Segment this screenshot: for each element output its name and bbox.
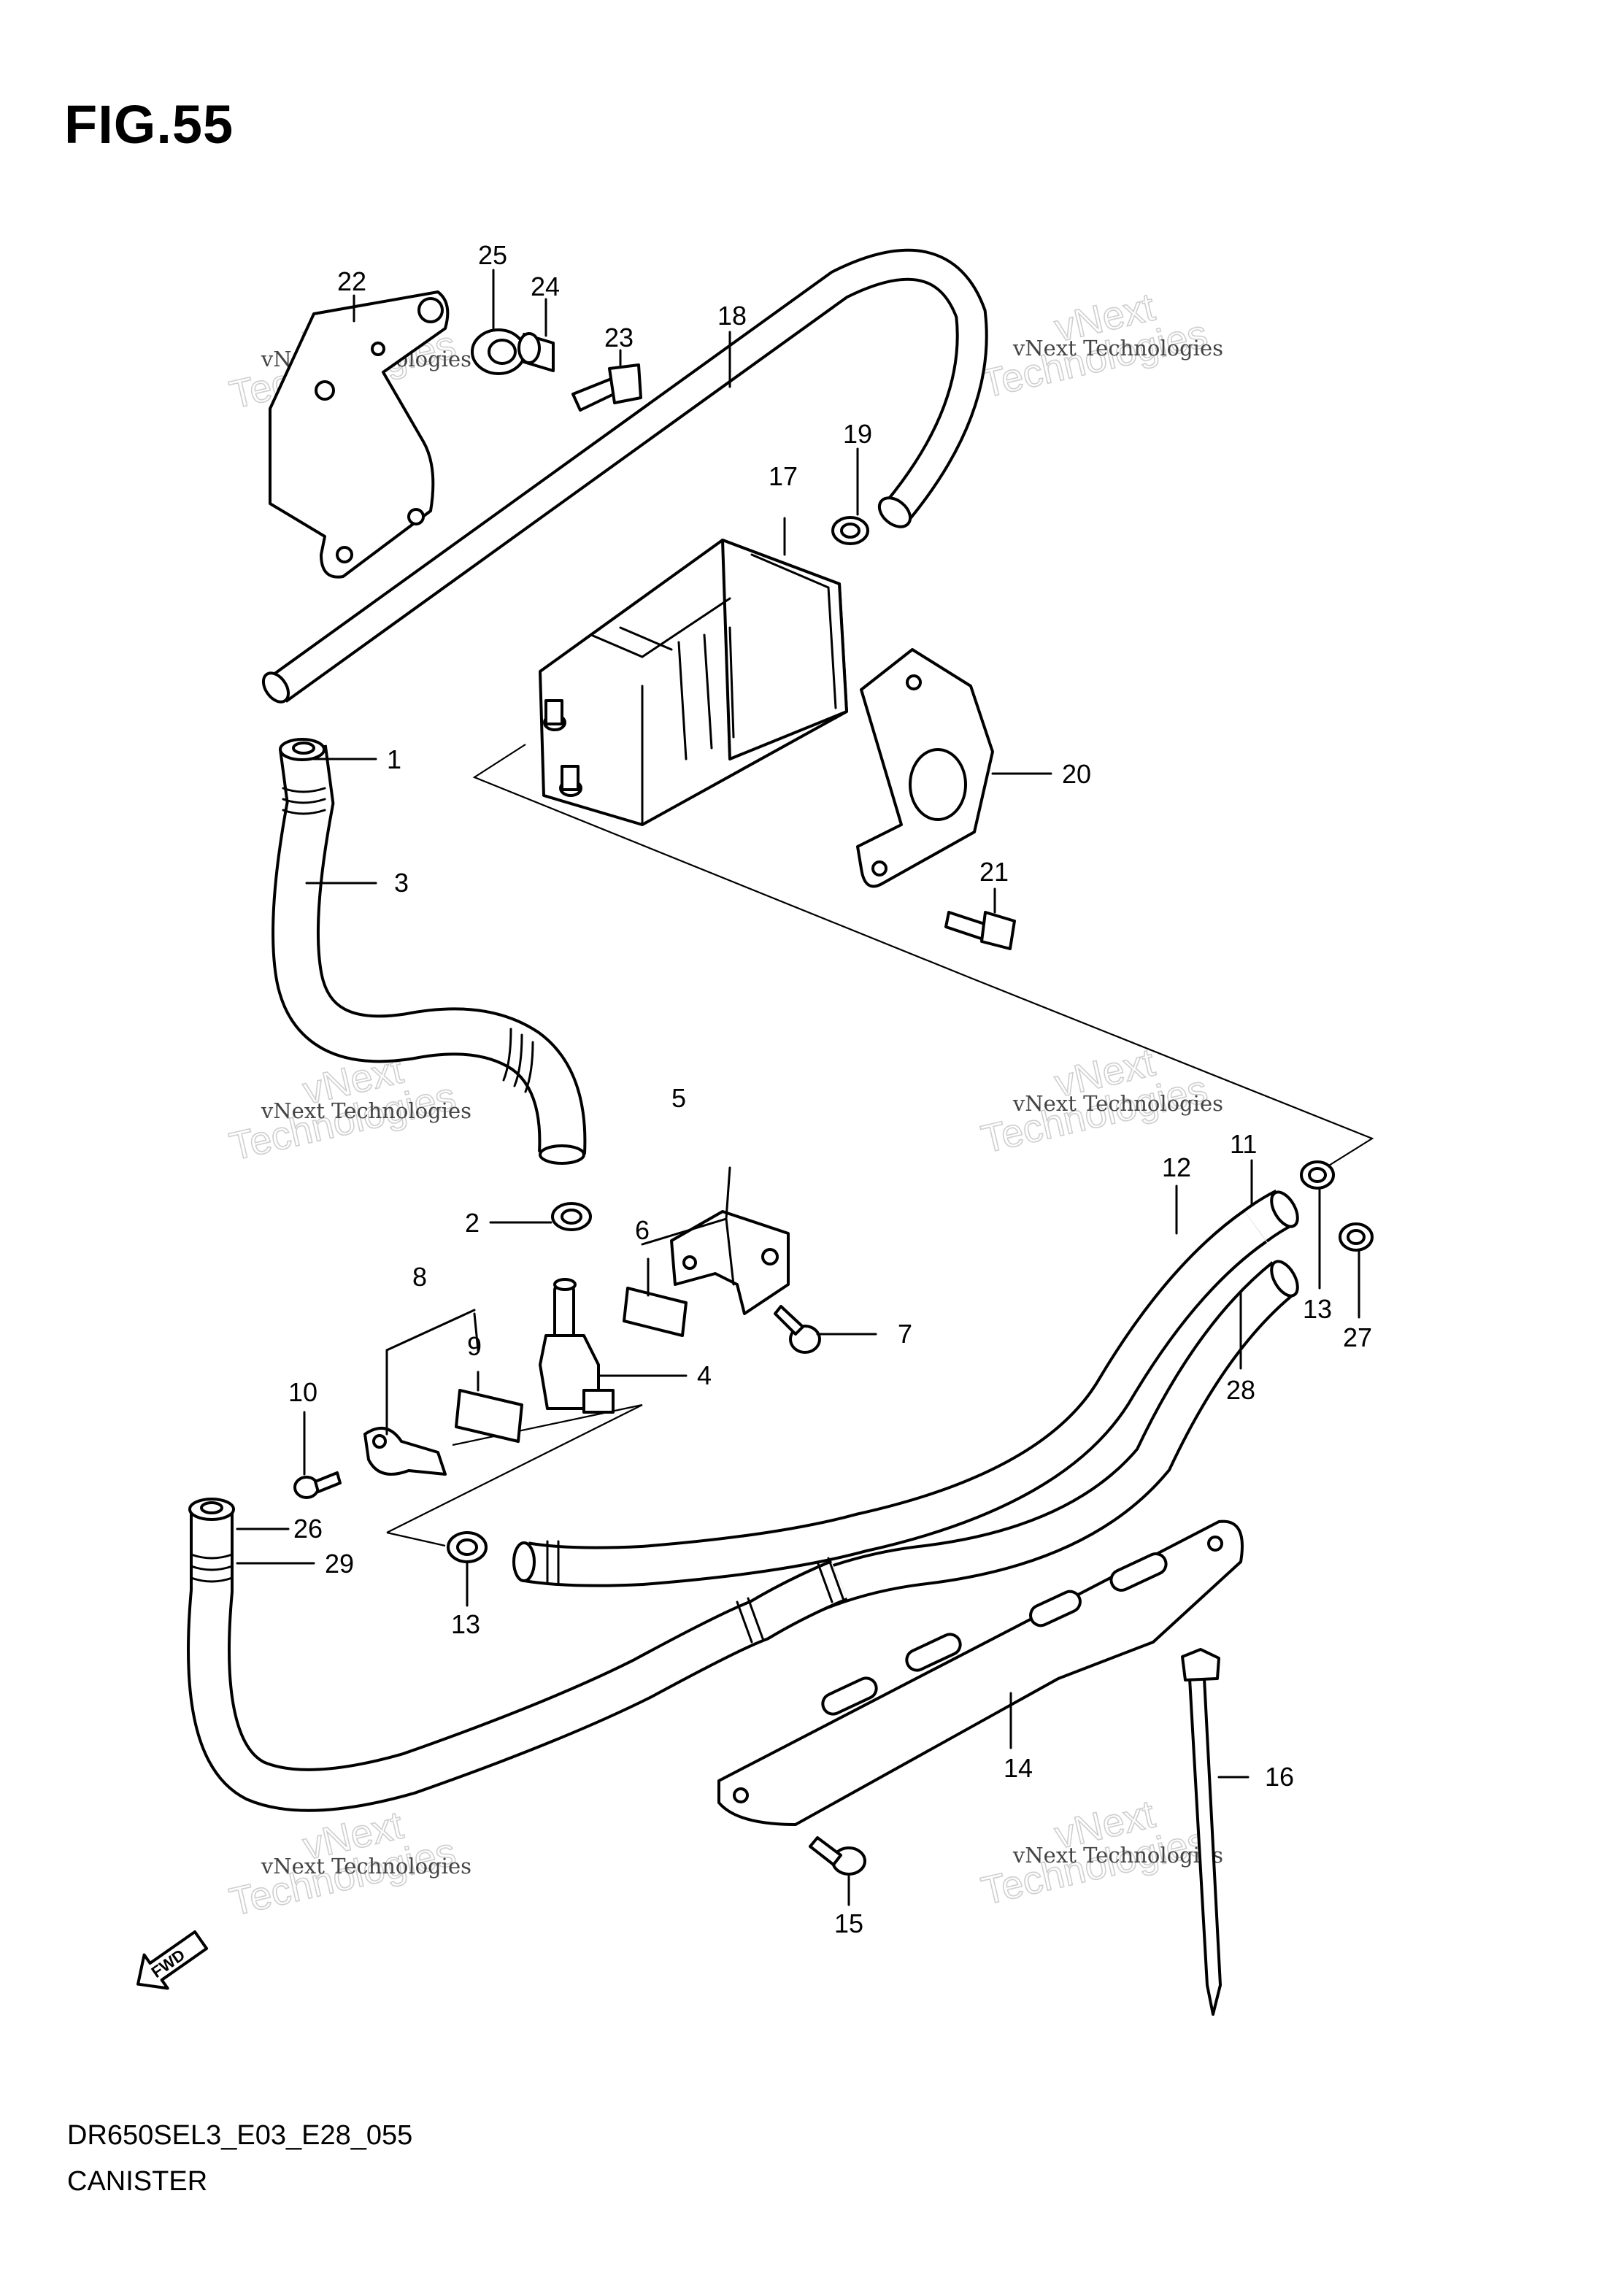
part-13-clamp-upper: [1300, 1160, 1335, 1190]
part-14-bracket: [717, 1519, 1244, 1826]
watermark-mid-right: Technologies vNext vNext Technologies: [977, 1040, 1223, 1163]
callout-1: 1: [387, 744, 401, 774]
callout-20: 20: [1062, 759, 1091, 789]
part-28-hose: [748, 1260, 1299, 1638]
part-22-bracket: [269, 290, 450, 579]
callout-13-lower: 13: [451, 1609, 480, 1639]
watermark-bottom-right: Technologies vNext vNext Technologies: [977, 1792, 1223, 1914]
watermark-line-text: vNext Technologies: [1012, 1843, 1223, 1868]
part-13-clamp-lower: [447, 1531, 488, 1563]
callout-5: 5: [671, 1083, 686, 1113]
callout-16: 16: [1265, 1762, 1294, 1792]
callout-23: 23: [604, 323, 634, 353]
callout-12: 12: [1162, 1152, 1191, 1182]
callout-13-upper: 13: [1303, 1294, 1332, 1324]
callout-labels: 1 2 3 4 5 6 7 8 9 10 11 12 13 13 14 15 1…: [288, 240, 1372, 1938]
callout-2: 2: [465, 1208, 480, 1238]
part-3-hose: [272, 738, 587, 1165]
callout-3: 3: [394, 868, 409, 898]
part-21-bolt: [944, 911, 1016, 950]
callout-29: 29: [325, 1549, 354, 1579]
watermark-line-text: vNext Technologies: [1012, 336, 1223, 361]
callout-7: 7: [898, 1319, 912, 1349]
part-27-clamp: [1339, 1222, 1374, 1252]
watermark-line-text: vNext Technologies: [261, 1098, 471, 1123]
callout-4: 4: [697, 1360, 712, 1390]
callout-19: 19: [843, 419, 872, 449]
part-19-clamp: [831, 516, 869, 545]
watermark-line-text: vNext Technologies: [261, 1854, 471, 1879]
callout-22: 22: [337, 266, 366, 296]
part-25-grommet: [471, 328, 526, 375]
part-9-pad: [455, 1389, 523, 1443]
part-6-pad: [623, 1287, 688, 1337]
callout-28: 28: [1226, 1375, 1255, 1405]
callout-14: 14: [1004, 1753, 1033, 1783]
callout-6: 6: [635, 1215, 650, 1245]
callout-27: 27: [1343, 1322, 1372, 1352]
part-10-screw: [293, 1471, 342, 1499]
part-4-valve: [539, 1278, 615, 1414]
part-24-collar: [517, 332, 555, 372]
part-5-bracket: [670, 1210, 790, 1315]
part-7-screw: [774, 1305, 821, 1354]
callout-11: 11: [1230, 1129, 1257, 1159]
callout-10: 10: [288, 1377, 317, 1407]
callout-26: 26: [293, 1514, 323, 1544]
part-18-hose: [261, 248, 988, 704]
part-8-clamp: [363, 1427, 447, 1476]
part-2-clamp: [551, 1202, 592, 1231]
leader-lines: [236, 269, 1360, 1906]
watermark-top-right: Technologies vNext vNext Technologies: [977, 285, 1223, 407]
assembly-frame-lines: [386, 744, 1374, 1547]
part-20-bracket: [856, 648, 994, 888]
fwd-arrow: FWD: [136, 1930, 209, 1990]
part-11-hose: [1243, 1189, 1299, 1243]
part-15-screw: [809, 1836, 866, 1876]
diagram-code: DR650SEL3_E03_E28_055: [67, 2120, 413, 2151]
callout-15: 15: [834, 1908, 863, 1938]
callout-25: 25: [478, 240, 507, 270]
part-29-hose: [187, 1511, 848, 1812]
part-17-canister: [539, 539, 848, 826]
callout-24: 24: [531, 271, 560, 301]
watermark-line-text: vNext Technologies: [1012, 1091, 1223, 1116]
figure-title: FIG.55: [64, 94, 234, 155]
callout-8: 8: [412, 1262, 427, 1292]
part-26-hose-end: [188, 1498, 844, 1644]
callout-18: 18: [717, 301, 747, 331]
callout-17: 17: [769, 461, 798, 491]
watermark-bottom-left: Technologies vNext vNext Technologies: [225, 1803, 471, 1925]
callout-9: 9: [467, 1331, 482, 1361]
part-23-bolt: [571, 363, 642, 412]
diagram-name: CANISTER: [67, 2166, 208, 2197]
part-16-tie: [1181, 1648, 1222, 2016]
part-12-hose: [512, 1209, 1268, 1587]
callout-21: 21: [979, 857, 1009, 887]
